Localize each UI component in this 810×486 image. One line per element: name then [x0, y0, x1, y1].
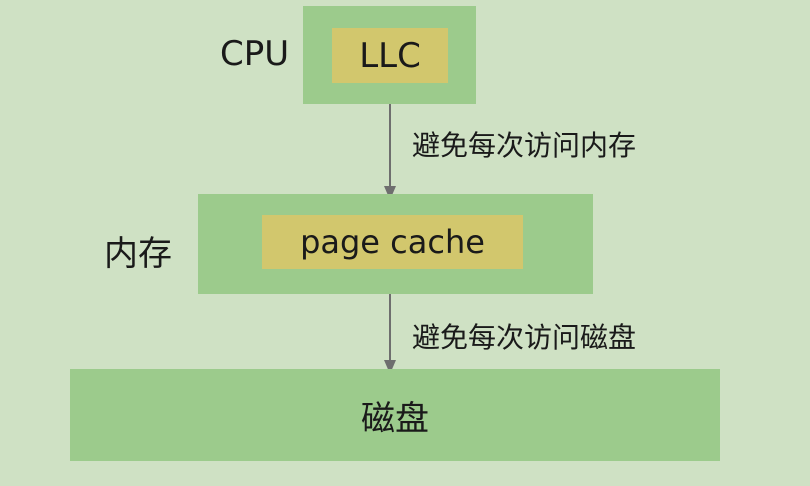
cpu-box: LLC [303, 6, 476, 104]
arrow-cpu-to-memory [389, 104, 391, 188]
arrow-memory-to-disk-label: 避免每次访问磁盘 [412, 321, 637, 354]
llc-label: LLC [359, 35, 421, 76]
arrow-cpu-to-memory-label: 避免每次访问内存 [412, 129, 637, 162]
disk-label: 磁盘 [70, 369, 720, 461]
memory-label: 内存 [104, 234, 172, 274]
page-cache-box: page cache [262, 215, 523, 269]
disk-label-text: 磁盘 [361, 398, 429, 439]
page-cache-label: page cache [300, 223, 485, 261]
memory-box: page cache [198, 194, 593, 294]
llc-box: LLC [332, 28, 448, 83]
disk-box: 磁盘 [70, 369, 720, 461]
cpu-label: CPU [220, 34, 290, 74]
arrow-memory-to-disk [389, 294, 391, 362]
